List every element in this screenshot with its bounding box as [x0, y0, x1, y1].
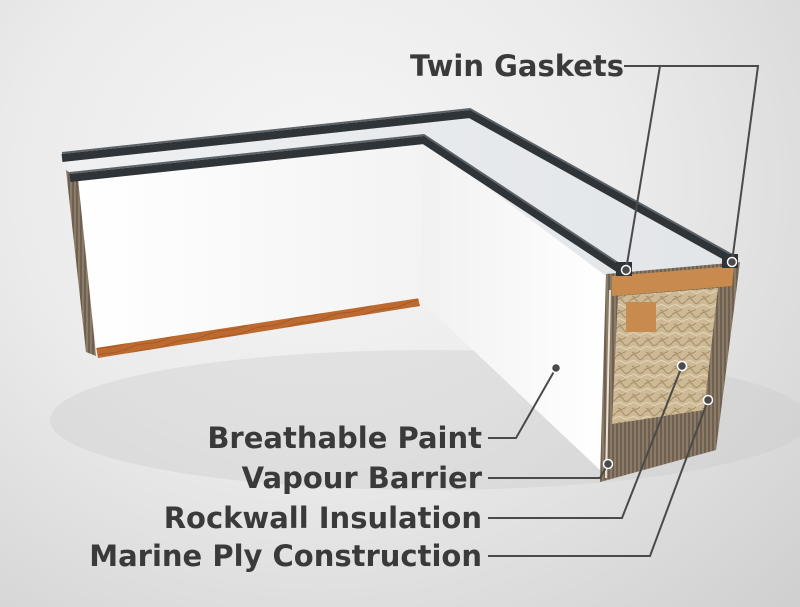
- gasket-inner: [69, 136, 627, 276]
- dot-vapour-barrier: [602, 458, 614, 470]
- left-wall-base: [96, 298, 420, 358]
- leader-rockwall: [488, 365, 683, 519]
- label-marine-ply-construction: Marine Ply Construction: [89, 539, 482, 573]
- gasket-outer-highlight: [61, 107, 737, 258]
- section-timber-block: [626, 302, 656, 332]
- left-wall-face: [78, 140, 424, 348]
- section-top-cap: [612, 266, 734, 296]
- leader-lines: [488, 65, 760, 557]
- label-vapour-barrier: Vapour Barrier: [241, 461, 482, 495]
- label-twin-gaskets: Twin Gaskets: [410, 49, 625, 83]
- dot-rockwall: [676, 360, 688, 372]
- label-breathable-paint: Breathable Paint: [207, 421, 482, 455]
- right-wall-face: [420, 140, 606, 470]
- dot-twin-inner: [620, 264, 632, 276]
- leader-twin-gaskets-b: [660, 65, 760, 263]
- leader-vapour-barrier: [488, 463, 609, 479]
- leader-dots: [550, 256, 738, 470]
- section-vapour-line: [605, 289, 611, 479]
- dot-marine-ply: [702, 394, 714, 406]
- leader-breathable-paint: [488, 367, 557, 439]
- left-end-cut: [66, 170, 96, 356]
- gasket-outer: [61, 110, 738, 266]
- leader-marine-ply: [488, 399, 709, 557]
- dot-breathable-paint: [550, 362, 562, 374]
- label-rockwall-insulation: Rockwall Insulation: [163, 501, 482, 535]
- dot-twin-outer: [726, 256, 738, 268]
- gasket-inner-highlight: [69, 133, 625, 268]
